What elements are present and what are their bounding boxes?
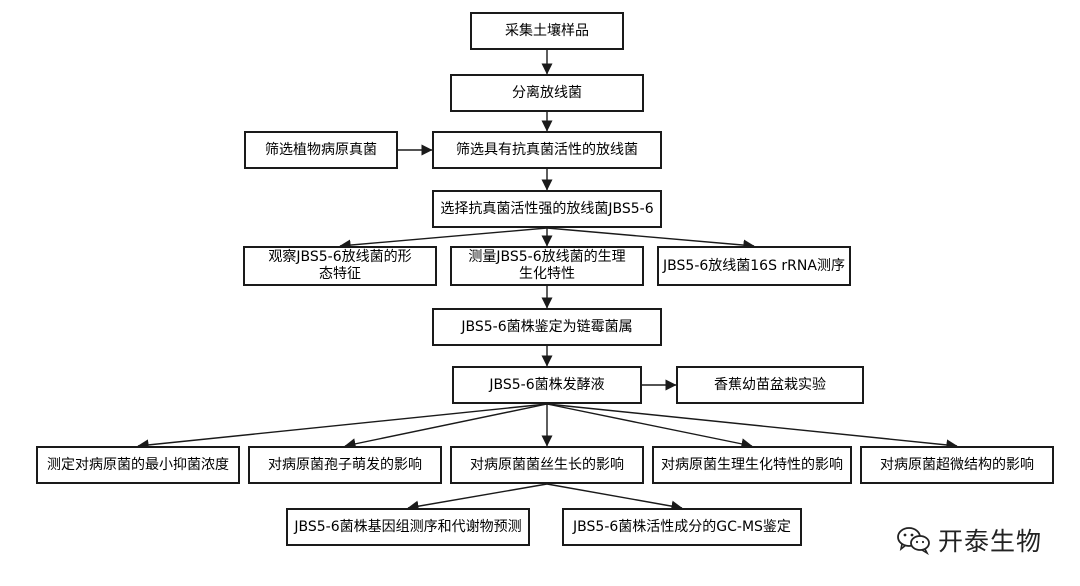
watermark: 开泰生物 [896,522,1066,558]
arrow-hypha-to-gcms [546,483,683,512]
node-collect-soil: 采集土壤样品 [470,12,624,50]
arrow-hypha-to-genome [407,483,548,512]
wechat-icon [897,527,930,555]
arrow-ferment-to-ultra [546,403,958,451]
node-screen-antifungal-actinomycetes: 筛选具有抗真菌活性的放线菌 [432,131,662,169]
node-ultrastructure: 对病原菌超微结构的影响 [860,446,1054,484]
watermark-text: 开泰生物 [938,527,1043,556]
node-identification: JBS5-6菌株鉴定为链霉菌属 [432,308,662,346]
arrow-ferment-to-spore [344,403,548,450]
node-mic: 测定对病原菌的最小抑菌浓度 [36,446,240,484]
arrow-ferment-to-physioeff [546,403,753,450]
node-gcms: JBS5-6菌株活性成分的GC-MS鉴定 [562,508,802,546]
node-genome-sequencing: JBS5-6菌株基因组测序和代谢物预测 [286,508,530,546]
arrow-select-to-rrna [546,227,755,251]
node-isolate-actinomycetes: 分离放线菌 [450,74,644,112]
node-spore-germination: 对病原菌孢子萌发的影响 [248,446,442,484]
node-select-jbs5-6: 选择抗真菌活性强的放线菌JBS5-6 [432,190,662,228]
arrow-ferment-to-mic [137,403,548,451]
node-physiology: 测量JBS5-6放线菌的生理生化特性 [450,246,644,286]
node-banana-pot-experiment: 香蕉幼苗盆栽实验 [676,366,864,404]
arrow-select-to-morph [339,227,548,251]
node-screen-pathogenic-fungi: 筛选植物病原真菌 [244,131,398,169]
node-morphology: 观察JBS5-6放线菌的形态特征 [243,246,437,286]
node-fermentation-broth: JBS5-6菌株发酵液 [452,366,642,404]
node-physio-effect: 对病原菌生理生化特性的影响 [652,446,852,484]
node-hyphal-growth: 对病原菌菌丝生长的影响 [450,446,644,484]
node-16s-rrna: JBS5-6放线菌16S rRNA测序 [657,246,851,286]
